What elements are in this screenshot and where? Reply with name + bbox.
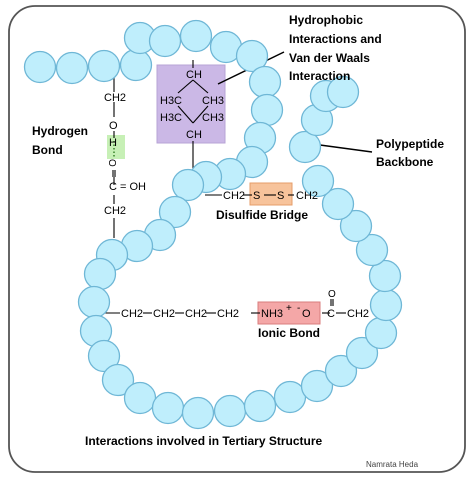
ionic-ch2-5: CH2 [347,308,369,320]
backbone-bead [83,257,117,291]
disulfide-box [249,182,293,206]
backbone-bead [339,209,373,243]
ionic-label: Ionic Bond [258,326,320,340]
backbone-bead [158,195,192,229]
hydrogen-chain-ch2-top: CH2 [104,92,126,104]
hydrophobic-chain-ch3-1: CH3 [202,95,224,107]
ionic-minus-charge: - [297,303,300,314]
backbone-bead [23,50,57,84]
hydrogen-label-line-2: Bond [32,143,63,157]
hydrophobic-chain-h3c-2: H3C [160,112,182,124]
backbone-bead [321,187,355,221]
hydrogen-chain-ch2-bottom: CH2 [104,205,126,217]
figure-caption: Interactions involved in Tertiary Struct… [85,434,322,448]
backbone-bead [368,259,402,293]
hydrogen-bond-highlight [107,135,125,159]
backbone-bead [243,389,277,423]
hydrophobic-chain-ch-top: CH [186,69,202,81]
backbone-bead [369,288,403,322]
ionic-o-minus: O [302,308,311,320]
backbone-label-line-1: Polypeptide [376,137,444,151]
ionic-ch2-2: CH2 [153,308,175,320]
hydrogen-label: Hydrogen Bond [32,124,88,157]
hydrophobic-interaction-box [156,64,226,144]
disulfide-s2: S [277,190,284,202]
hydrophobic-chain-ch3-2: CH3 [202,112,224,124]
backbone-bead [148,24,182,58]
hydrophobic-chain-h3c-1: H3C [160,95,182,107]
hydrophobic-label-line-2: Interactions and [289,32,382,46]
bond-lines [102,60,346,314]
disulfide-ch2-left: CH2 [223,190,245,202]
backbone-bead [300,369,334,403]
backbone-bead [87,49,121,83]
ionic-carbonyl-o: O [328,289,336,300]
hydrophobic-label-line-3: Van der Waals [289,51,370,65]
hydrophobic-chain-ch-bottom: CH [186,129,202,141]
ionic-ch2-4: CH2 [217,308,239,320]
hydrogen-chain-h: H [109,137,117,149]
disulfide-s1: S [253,190,260,202]
hydrophobic-label-line-1: Hydrophobic [289,13,363,27]
backbone-bead [171,168,205,202]
author-credit: Namrata Heda [366,460,419,469]
backbone-bead [364,316,398,350]
backbone-bead [301,164,335,198]
backbone-bead [248,65,282,99]
ionic-nh3: NH3 [261,308,283,320]
ionic-chain: CH2 CH2 CH2 CH2 NH3 + - O C O CH2 [121,289,369,320]
hydrophobic-label-line-4: Interaction [289,69,350,83]
backbone-bead [87,339,121,373]
backbone-bead [55,51,89,85]
backbone-bead [326,75,360,109]
backbone-label: Polypeptide Backbone [376,137,444,169]
backbone-bead [288,130,322,164]
disulfide-ch2-right: CH2 [296,190,318,202]
backbone-bead [213,394,247,428]
backbone-bead [77,285,111,319]
backbone-bead [345,336,379,370]
backbone-bead [355,233,389,267]
backbone-bead [181,396,215,430]
backbone-bead [119,48,153,82]
ionic-ch2-3: CH2 [185,308,207,320]
backbone-bead [151,391,185,425]
ionic-plus-charge: + [286,303,292,314]
hydrogen-chain-carbonyl-o: O [106,159,117,167]
hydrogen-chain-c-oh: C = OH [109,181,146,193]
backbone-bead [324,354,358,388]
backbone-bead [101,363,135,397]
backbone-bead [250,93,284,127]
disulfide-label: Disulfide Bridge [216,208,308,222]
disulfide-chain: CH2 S S CH2 [223,190,318,202]
ionic-carbon: C [327,308,335,320]
backbone-label-line-2: Backbone [376,155,434,169]
backbone-bead [235,39,269,73]
ionic-ch2-1: CH2 [121,308,143,320]
hydrophobic-chain: CH H3C CH3 H3C CH3 CH [160,69,224,141]
hydrogen-chain-o: O [109,120,118,132]
hydrophobic-label: Hydrophobic Interactions and Van der Waa… [289,13,382,83]
hydrogen-label-line-1: Hydrogen [32,124,88,138]
backbone-bead [273,380,307,414]
hydrogen-chain: CH2 O H O C = OH CH2 [104,92,146,217]
backbone-bead [123,381,157,415]
backbone-callout-line [319,144,373,153]
polypeptide-backbone-beads [23,19,403,430]
backbone-bead [179,19,213,53]
